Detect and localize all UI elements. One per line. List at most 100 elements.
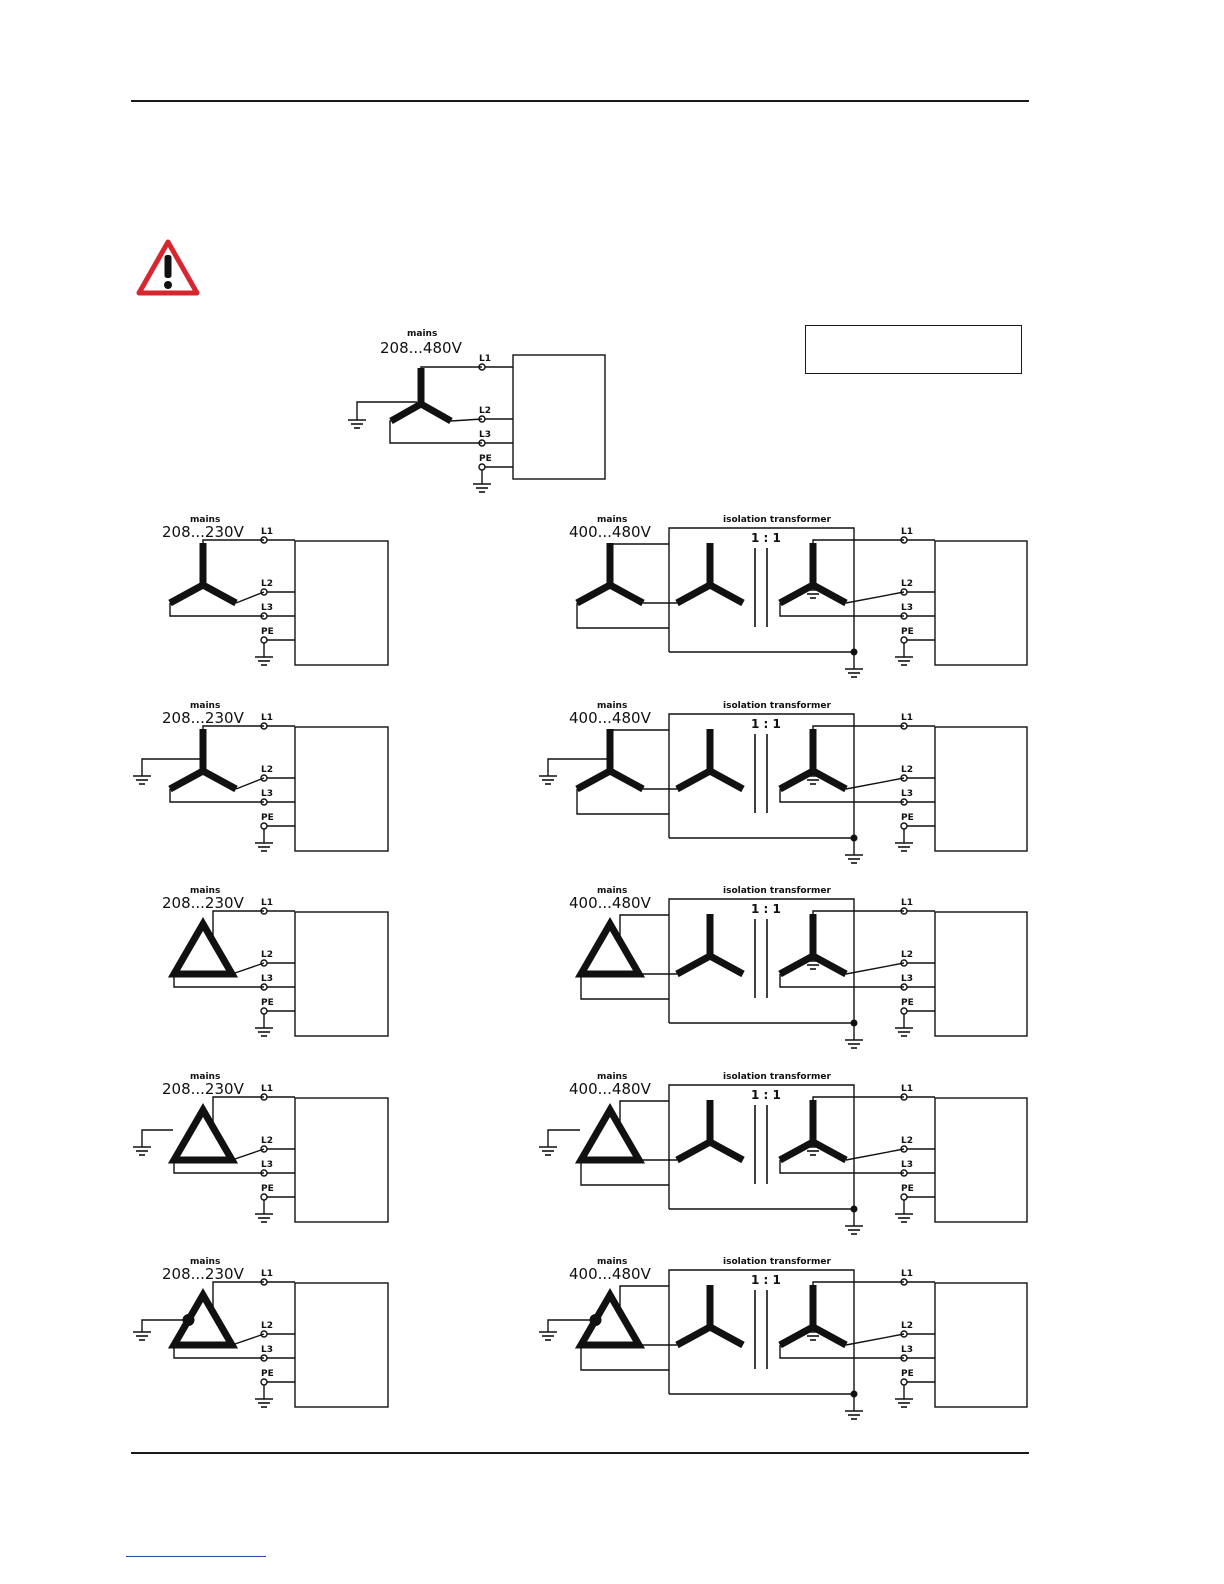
star-leg: [675, 581, 712, 607]
drive-box: [294, 540, 389, 666]
wire: [173, 1160, 264, 1174]
wire: [173, 1345, 264, 1359]
terminal-label-pe: PE: [261, 998, 274, 1008]
star-leg: [608, 581, 645, 607]
ground-icon: [804, 1146, 822, 1156]
voltage-label: 208...230V: [162, 894, 245, 912]
footer-link-underline[interactable]: [126, 1556, 266, 1557]
wire: [547, 758, 608, 776]
star-leg: [708, 952, 745, 978]
voltage-label: 400...480V: [569, 709, 652, 727]
footer-rule: [131, 1452, 1029, 1454]
terminal-label-pe: PE: [901, 813, 914, 823]
ratio-label: 1 : 1: [751, 717, 781, 731]
wire: [141, 758, 201, 776]
wire: [779, 974, 904, 988]
terminal-label-l1: L1: [261, 898, 273, 908]
terminal-label-l2: L2: [901, 950, 913, 960]
wire: [619, 1285, 669, 1307]
star-winding-icon: [778, 914, 848, 978]
ground-icon: [539, 1331, 557, 1341]
voltage-label: 400...480V: [569, 894, 652, 912]
terminal-label-l3: L3: [261, 974, 273, 984]
empty-note-box: [805, 325, 1022, 374]
wire: [609, 543, 669, 545]
star-leg: [811, 1323, 848, 1349]
delta-triangle: [167, 1103, 239, 1164]
drive-box: [294, 1282, 389, 1408]
star-leg: [811, 952, 848, 978]
ground-icon: [539, 1146, 557, 1156]
terminal-label-l3: L3: [261, 1160, 273, 1170]
wire: [169, 603, 264, 617]
terminal-circle: [478, 463, 486, 471]
drive-box: [294, 911, 389, 1037]
wire: [845, 1148, 905, 1161]
terminal-label-l2: L2: [261, 765, 273, 775]
ground-icon: [845, 1225, 863, 1235]
isolation-transformer-label: isolation transformer: [723, 701, 831, 711]
star-winding-icon: [778, 543, 848, 607]
wire: [607, 758, 611, 772]
terminal-label-l3: L3: [901, 789, 913, 799]
star-leg: [201, 767, 238, 793]
ground-icon: [845, 854, 863, 864]
voltage-label: 400...480V: [569, 1265, 652, 1283]
drive-box: [934, 540, 1028, 666]
ground-icon: [133, 1146, 151, 1156]
wire: [779, 1160, 904, 1174]
mains-label: mains: [190, 886, 220, 896]
wire: [845, 1333, 905, 1346]
terminal-label-l3: L3: [479, 430, 491, 440]
ground-icon: [804, 1331, 822, 1341]
ground-icon: [845, 668, 863, 678]
wire: [609, 729, 669, 731]
terminal-label-l2: L2: [261, 1136, 273, 1146]
ground-icon: [895, 1213, 913, 1223]
wire: [845, 962, 905, 975]
mains-label: mains: [597, 1072, 627, 1082]
terminal-label-l3: L3: [261, 603, 273, 613]
isolation-transformer-label: isolation transformer: [723, 886, 831, 896]
terminal-label-pe: PE: [901, 1369, 914, 1379]
star-winding-icon: [778, 1100, 848, 1164]
terminal-label-l1: L1: [261, 713, 273, 723]
transformer-enclosure: [668, 713, 855, 838]
wire: [845, 591, 905, 604]
terminal-label-l2: L2: [479, 406, 491, 416]
wire: [389, 420, 482, 444]
wire: [420, 366, 482, 368]
star-leg: [575, 767, 612, 793]
wire: [141, 1319, 189, 1332]
terminal-label-l1: L1: [901, 898, 913, 908]
mains-label: mains: [190, 1257, 220, 1267]
mains-label: mains: [407, 329, 437, 339]
delta-winding-icon: [167, 917, 239, 978]
wire: [812, 910, 904, 914]
wire: [389, 400, 423, 425]
voltage-label: 208...230V: [162, 523, 245, 541]
terminal-label-l3: L3: [901, 1345, 913, 1355]
terminal-label-l3: L3: [901, 974, 913, 984]
mains-label: mains: [597, 886, 627, 896]
delta-winding-icon: [167, 1103, 239, 1164]
star-winding-icon: [168, 729, 238, 793]
wire: [580, 974, 669, 1000]
star-leg: [608, 767, 645, 793]
ground-icon: [133, 775, 151, 785]
wire: [173, 974, 264, 988]
ground-icon: [255, 1213, 273, 1223]
ground-icon: [133, 1331, 151, 1341]
star-leg: [708, 1323, 745, 1349]
drive-box: [934, 1097, 1028, 1223]
terminal-label-l3: L3: [901, 1160, 913, 1170]
drive-box: [934, 911, 1028, 1037]
star-winding-icon: [575, 543, 645, 607]
wire: [547, 1129, 580, 1147]
